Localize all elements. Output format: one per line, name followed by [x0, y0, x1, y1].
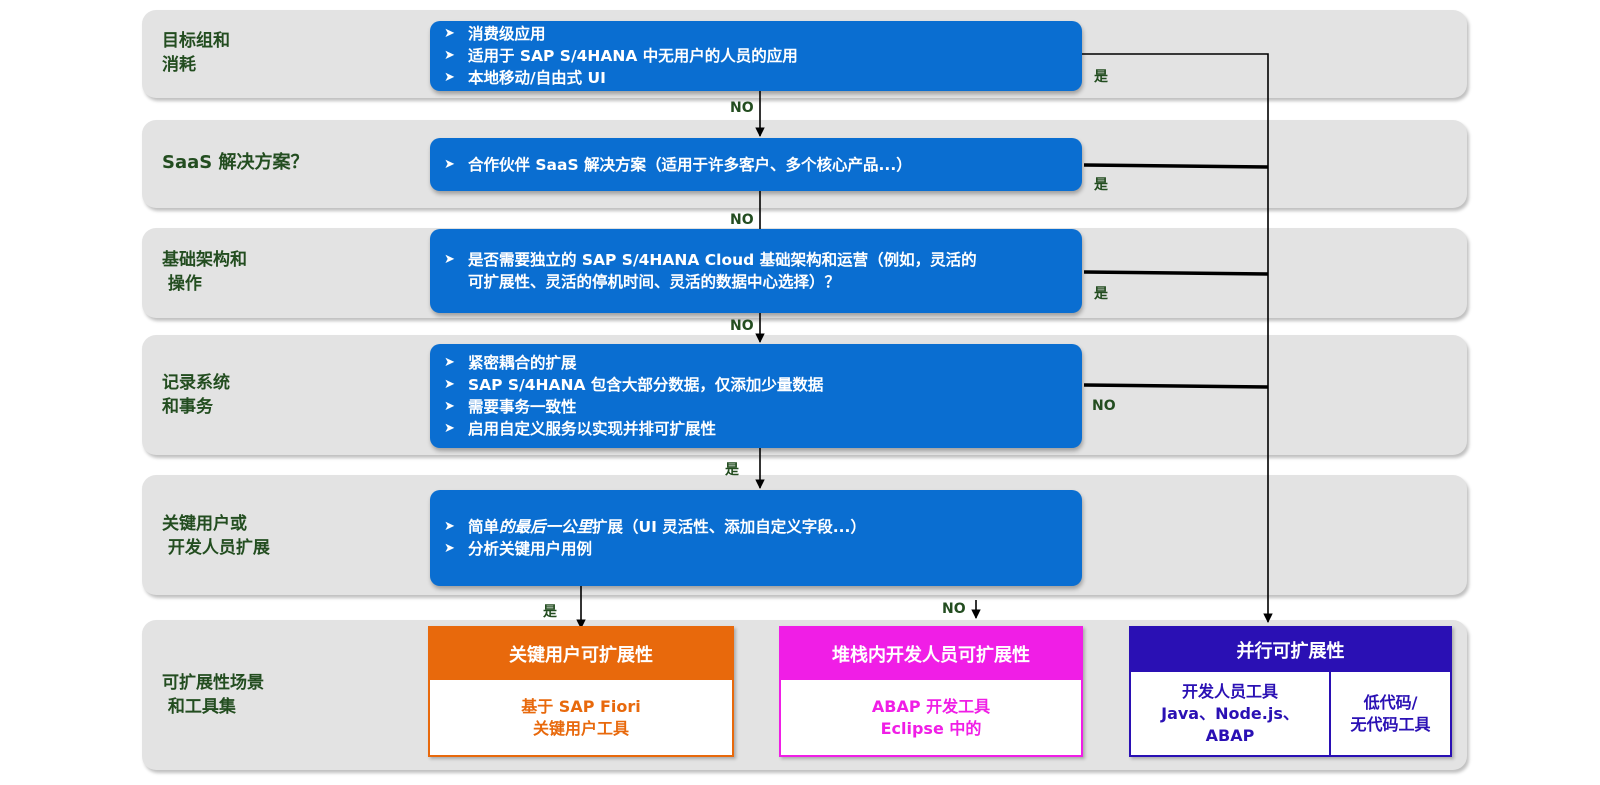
bullet-arrow-icon: ➤ [444, 156, 455, 172]
key-user-extensibility-box: 关键用户可扩展性 基于 SAP Fiori 关键用户工具 [428, 626, 734, 757]
developer-tools-cell: 开发人员工具 Java、Node.js、 ABAP [1131, 672, 1331, 755]
in-stack-extensibility-tools: ABAP 开发工具 Eclipse 中的 [871, 696, 991, 738]
bullet-arrow-icon: ➤ [444, 355, 455, 370]
box-infra: ➤是否需要独立的 SAP S/4HANA Cloud 基础架构和运营（例如，灵活… [430, 229, 1082, 313]
line-infra-to-side [1083, 270, 1269, 276]
arrow-target-to-side-by-side [1082, 53, 1273, 623]
stage-records: 记录系统 和事务 [162, 373, 230, 417]
low-code-tools-cell: 低代码/ 无代码工具 [1350, 692, 1431, 734]
in-stack-extensibility-box: 堆栈内开发人员可扩展性 ABAP 开发工具 Eclipse 中的 [779, 626, 1083, 757]
label-no-1: NO [730, 100, 754, 116]
bullet-arrow-icon: ➤ [444, 399, 455, 414]
list-item: ➤是否需要独立的 SAP S/4HANA Cloud 基础架构和运营（例如，灵活… [444, 251, 977, 269]
box-target: ➤消费级应用 ➤适用于 SAP S/4HANA 中无用户的人员的应用 ➤本地移动… [430, 21, 1082, 91]
label-no-r4: NO [1092, 398, 1116, 414]
line-saas-to-side [1083, 163, 1269, 169]
bullet-arrow-icon: ➤ [444, 377, 455, 392]
list-item: ➤SAP S/4HANA 包含大部分数据，仅添加少量数据 [444, 376, 824, 394]
side-by-side-extensibility-title: 并行可扩展性 [1131, 628, 1450, 672]
label-yes-r3: 是 [1094, 286, 1108, 302]
bullet-arrow-icon: ➤ [444, 519, 455, 534]
bullet-arrow-icon: ➤ [444, 421, 455, 436]
box-records: ➤紧密耦合的扩展 ➤SAP S/4HANA 包含大部分数据，仅添加少量数据 ➤需… [430, 344, 1082, 448]
list-item: ➤需要事务一致性 [444, 398, 577, 416]
label-yes-r2: 是 [1094, 177, 1108, 193]
bullet-arrow-icon: ➤ [444, 48, 455, 63]
stage-keyuser: 关键用户或 开发人员扩展 [162, 514, 270, 558]
stage-saas: SaaS 解决方案？ [162, 152, 309, 173]
list-item: ➤简单的最后一公里扩展（UI 灵活性、添加自定义字段...） [444, 518, 866, 536]
side-by-side-tools: 开发人员工具 Java、Node.js、 ABAP 低代码/ 无代码工具 [1131, 672, 1450, 755]
list-item: ➤合作伙伴 SaaS 解决方案（适用于许多客户、多个核心产品...） [444, 155, 912, 174]
side-by-side-extensibility-box: 并行可扩展性 开发人员工具 Java、Node.js、 ABAP 低代码/ 无代… [1129, 626, 1452, 757]
list-item: ➤消费级应用 [444, 25, 546, 43]
key-user-extensibility-tools: 基于 SAP Fiori 关键用户工具 [521, 696, 641, 738]
line-records-to-side [1083, 383, 1269, 389]
label-no-3: NO [730, 318, 754, 334]
bullet-arrow-icon: ➤ [444, 26, 455, 41]
box-saas: ➤合作伙伴 SaaS 解决方案（适用于许多客户、多个核心产品...） [430, 138, 1082, 191]
stage-scenarios: 可扩展性场景 和工具集 [162, 673, 264, 717]
list-item: ➤本地移动/自由式 UI [444, 69, 606, 87]
key-user-extensibility-title: 关键用户可扩展性 [430, 628, 732, 680]
list-item: ➤启用自定义服务以实现并排可扩展性 [444, 420, 717, 438]
list-item: ➤分析关键用户用例 [444, 540, 593, 558]
label-no-mid: NO [942, 601, 966, 617]
label-yes-left: 是 [543, 604, 557, 620]
bullet-arrow-icon: ➤ [444, 541, 455, 556]
bullet-arrow-icon: ➤ [444, 70, 455, 85]
label-yes-r1: 是 [1094, 69, 1108, 85]
label-no-2: NO [730, 212, 754, 228]
bullet-arrow-icon: ➤ [444, 252, 455, 267]
list-item: ➤紧密耦合的扩展 [444, 354, 577, 372]
list-item: ➤适用于 SAP S/4HANA 中无用户的人员的应用 [444, 47, 798, 65]
label-yes-down: 是 [725, 462, 739, 478]
in-stack-extensibility-title: 堆栈内开发人员可扩展性 [781, 628, 1081, 680]
stage-target: 目标组和 消耗 [162, 31, 230, 75]
box-keyuser: ➤简单的最后一公里扩展（UI 灵活性、添加自定义字段...） ➤分析关键用户用例 [430, 490, 1082, 586]
stage-infra: 基础架构和 操作 [162, 250, 247, 294]
